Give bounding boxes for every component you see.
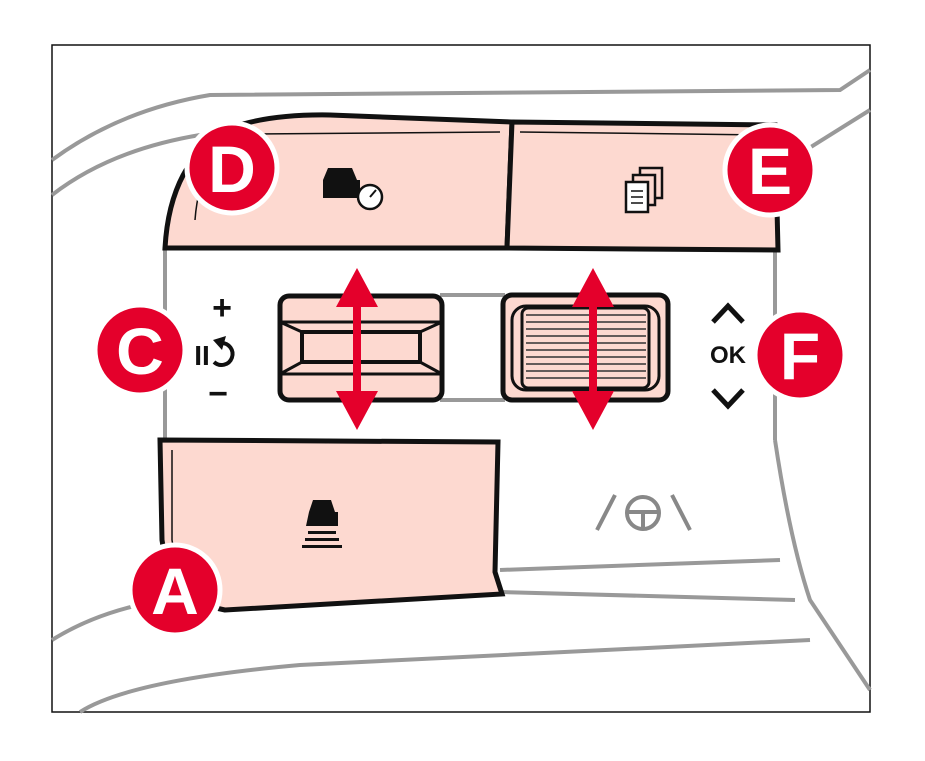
up-down-arrow-icon bbox=[572, 268, 614, 430]
pause-label: II bbox=[194, 340, 210, 371]
svg-text:D: D bbox=[208, 132, 256, 206]
up-down-arrow-icon bbox=[336, 268, 378, 430]
chevron-down-icon bbox=[711, 388, 745, 410]
documents-icon bbox=[624, 166, 664, 214]
minus-label: − bbox=[208, 375, 228, 413]
callout-c: C bbox=[92, 302, 188, 398]
svg-text:E: E bbox=[748, 134, 792, 208]
ok-label: OK bbox=[710, 342, 747, 369]
resume-icon bbox=[212, 336, 235, 367]
car-lane-distance-icon bbox=[302, 500, 342, 548]
menu-scroll-wheel[interactable] bbox=[500, 292, 671, 403]
callout-a: A bbox=[127, 542, 223, 638]
callout-f: F bbox=[752, 307, 848, 403]
svg-text:F: F bbox=[780, 319, 820, 393]
plus-label: + bbox=[212, 289, 232, 327]
chevron-up-icon bbox=[711, 302, 745, 324]
callout-d: D bbox=[184, 120, 280, 216]
callout-e: E bbox=[722, 122, 818, 218]
svg-text:A: A bbox=[151, 554, 199, 628]
svg-text:C: C bbox=[116, 314, 164, 388]
car-speedometer-icon bbox=[323, 168, 384, 211]
lane-steering-assist-icon bbox=[595, 494, 692, 531]
